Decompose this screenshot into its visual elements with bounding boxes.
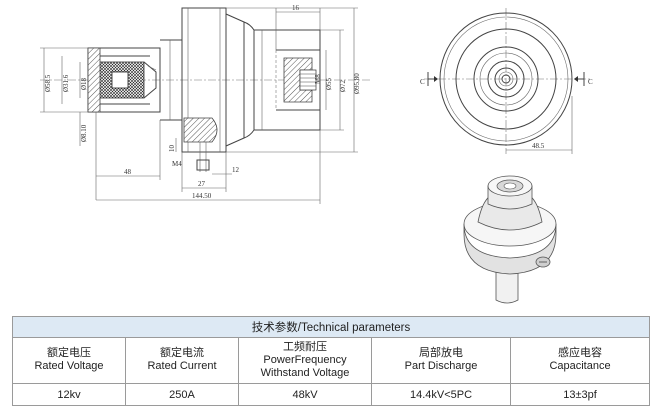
isometric-view bbox=[463, 175, 557, 304]
table-value-row: 12kv 250A 48kV 14.4kV<5PC 13±3pf bbox=[12, 383, 651, 406]
dim-d55: Ø55 bbox=[325, 77, 333, 90]
header-cell: 工频耐压 PowerFrequency Withstand Voltage bbox=[238, 336, 372, 385]
header-zh: 额定电压 bbox=[47, 347, 91, 360]
header-en: Rated Current bbox=[147, 360, 217, 373]
value-withstand-voltage: 48kV bbox=[238, 383, 372, 406]
header-en: Part Discharge bbox=[404, 360, 478, 373]
header-en: Rated Voltage bbox=[34, 360, 104, 373]
dim-d95: Ø95.80 bbox=[353, 73, 361, 94]
technical-parameters-table: 技术参数/Technical parameters 额定电压 Rated Vol… bbox=[11, 316, 651, 406]
table-title: 技术参数/Technical parameters bbox=[11, 316, 651, 338]
header-cell: 额定电流 Rated Current bbox=[125, 336, 239, 385]
dim-m8: M8 bbox=[314, 74, 322, 84]
dim-27: 27 bbox=[198, 180, 206, 188]
dim-d31: Ø31.6 bbox=[62, 74, 70, 92]
value-capacitance: 13±3pf bbox=[509, 383, 651, 406]
header-en: Withstand Voltage bbox=[260, 366, 350, 379]
header-zh: 工频耐压 bbox=[283, 340, 327, 353]
end-view bbox=[424, 8, 592, 154]
dim-m4: M4 bbox=[172, 160, 182, 168]
dim-d8: Ø8.10 bbox=[80, 124, 88, 142]
dim-48: 48 bbox=[124, 168, 132, 176]
dim-10: 10 bbox=[168, 145, 176, 153]
header-cell: 额定电压 Rated Voltage bbox=[12, 336, 126, 385]
dim-12: 12 bbox=[232, 166, 240, 174]
technical-drawing: Ø58.5 Ø31.6 Ø18 Ø8.10 16 M8 Ø55 Ø72 Ø95.… bbox=[40, 4, 593, 304]
value-part-discharge: 14.4kV<5PC bbox=[371, 383, 511, 406]
dim-48-5: 48.5 bbox=[532, 142, 545, 150]
side-view bbox=[40, 7, 372, 172]
dim-d72: Ø72 bbox=[339, 79, 347, 92]
section-mark-left: C bbox=[420, 78, 425, 86]
value-rated-voltage: 12kv bbox=[12, 383, 126, 406]
table-header-row: 额定电压 Rated Voltage 额定电流 Rated Current 工频… bbox=[12, 336, 651, 385]
header-en: PowerFrequency bbox=[263, 353, 347, 366]
header-en: Capacitance bbox=[549, 360, 611, 373]
side-view-dimensions: Ø58.5 Ø31.6 Ø18 Ø8.10 16 M8 Ø55 Ø72 Ø95.… bbox=[40, 4, 361, 204]
dim-d18: Ø18 bbox=[80, 77, 88, 90]
value-rated-current: 250A bbox=[125, 383, 239, 406]
dim-144: 144.50 bbox=[192, 192, 212, 200]
dim-d58: Ø58.5 bbox=[44, 74, 52, 92]
header-cell: 局部放电 Part Discharge bbox=[371, 336, 511, 385]
header-zh: 局部放电 bbox=[419, 347, 463, 360]
section-mark-right: C bbox=[588, 78, 593, 86]
header-cell: 感应电容 Capacitance bbox=[509, 336, 651, 385]
header-zh: 感应电容 bbox=[558, 347, 603, 360]
header-zh: 额定电流 bbox=[160, 347, 204, 360]
end-view-dimensions: C C 48.5 bbox=[420, 78, 593, 154]
